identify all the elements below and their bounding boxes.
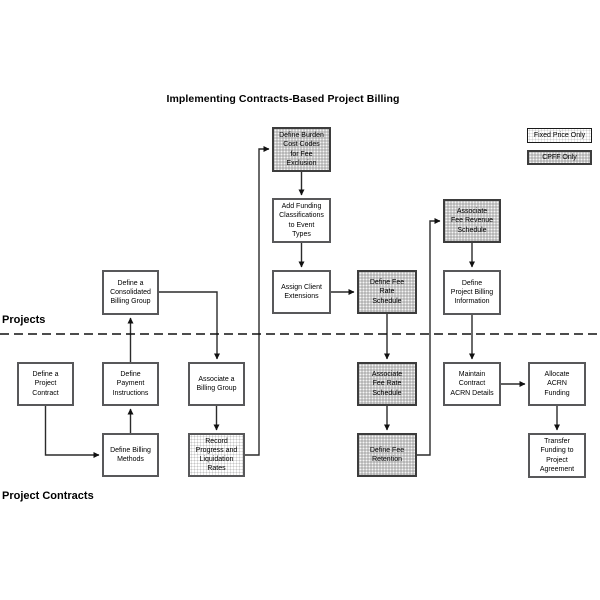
node-associate-fee-rate-schedule: Associate Fee Rate Schedule [357, 362, 417, 406]
node-define-project-contract: Define a Project Contract [17, 362, 74, 406]
page-title: Implementing Contracts-Based Project Bil… [166, 93, 400, 105]
node-associate-billing-group: Associate a Billing Group [188, 362, 245, 406]
node-define-consolidated-billing-group: Define a Consolidated Billing Group [102, 270, 159, 315]
node-define-fee-rate-schedule: Define Fee Rate Schedule [357, 270, 417, 314]
node-allocate-acrn-funding: Allocate ACRN Funding [528, 362, 586, 406]
edge-retention-to-fee-revenue [417, 218, 441, 456]
node-define-billing-methods: Define Billing Methods [102, 433, 159, 477]
zone-label-project-contracts: Project Contracts [2, 490, 94, 502]
node-assign-client-extensions: Assign Client Extensions [272, 270, 331, 314]
node-define-burden-cost-codes: Define Burden Cost Codes for Fee Exclusi… [272, 127, 331, 172]
legend-fixed-price-only: Fixed Price Only [527, 128, 592, 143]
edge-contract-to-billing-methods [44, 406, 100, 458]
node-record-progress-liquidation-rates: Record Progress and Liquidation Rates [188, 433, 245, 477]
node-associate-fee-revenue-schedule: Associate Fee Revenue Schedule [443, 199, 501, 243]
legend-cpff-only: CPFF Only [527, 150, 592, 165]
zone-label-projects: Projects [2, 314, 46, 326]
node-add-funding-classifications: Add Funding Classifications to Event Typ… [272, 198, 331, 243]
edge-consolidated-to-assoc-group [159, 291, 220, 360]
node-maintain-contract-acrn-details: Maintain Contract ACRN Details [443, 362, 501, 406]
node-define-fee-retention: Define Fee Retention [357, 433, 417, 477]
node-transfer-funding-to-project-agreement: Transfer Funding to Project Agreement [528, 433, 586, 478]
node-define-payment-instructions: Define Payment Instructions [102, 362, 159, 406]
edge-record-to-burden [245, 146, 270, 456]
node-define-project-billing-information: Define Project Billing Information [443, 270, 501, 315]
